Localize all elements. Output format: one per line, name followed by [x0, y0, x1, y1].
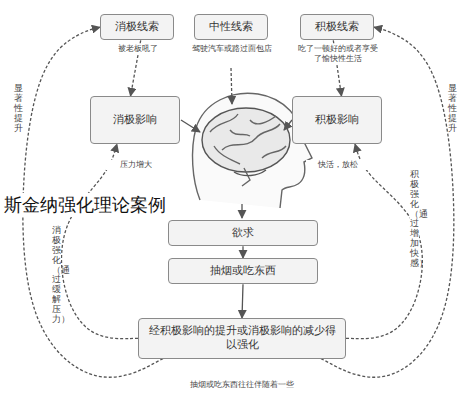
process-box: 中性线索	[194, 14, 268, 40]
flow-arrow	[242, 246, 243, 258]
arc-label: 显著性提升	[14, 84, 23, 133]
diagram-title: 斯金纳强化理论案例	[2, 193, 168, 217]
flow-arrow	[62, 144, 138, 339]
box-text: 中性线索	[201, 20, 261, 34]
note-label: 抽烟或吃东西往往伴随着一些	[150, 380, 334, 390]
note-label: 快活，放松	[306, 160, 370, 170]
process-box: 欲求	[168, 220, 318, 246]
process-box: 抽烟或吃东西	[168, 258, 318, 284]
process-box: 积极影响	[292, 96, 382, 144]
box-text: 消极影响	[113, 113, 157, 127]
box-text: 抽烟或吃东西	[175, 264, 311, 278]
note-label: 压力增大	[106, 160, 166, 170]
box-text: 积极影响	[315, 113, 359, 127]
arc-label: 显著性提升	[448, 84, 457, 133]
box-text: 积极线索	[307, 20, 367, 34]
process-box: 消极线索	[100, 14, 174, 40]
brain-arrows	[181, 68, 292, 218]
box-text: 消极线索	[107, 20, 167, 34]
note-label: 被老板吼了	[100, 44, 176, 54]
note-label: 吃了一顿好的或者享受了愉快性生活	[296, 44, 380, 64]
process-box: 消极影响	[90, 96, 180, 144]
arc-label: 消极强化（通过缓解压力）	[52, 226, 61, 325]
process-box: 经积极影响的提升或消极影响的减少得以强化	[138, 318, 346, 359]
flow-arrow	[346, 144, 422, 339]
flow-arrow	[242, 284, 243, 318]
process-box: 积极线索	[300, 14, 374, 40]
box-text: 欲求	[175, 226, 311, 240]
box-text: 经积极影响的提升或消极影响的减少得以强化	[145, 324, 339, 353]
note-label: 驾驶汽车或路过面包店	[186, 44, 278, 54]
arc-label: 积极强化（通过增加快感）	[410, 170, 419, 269]
